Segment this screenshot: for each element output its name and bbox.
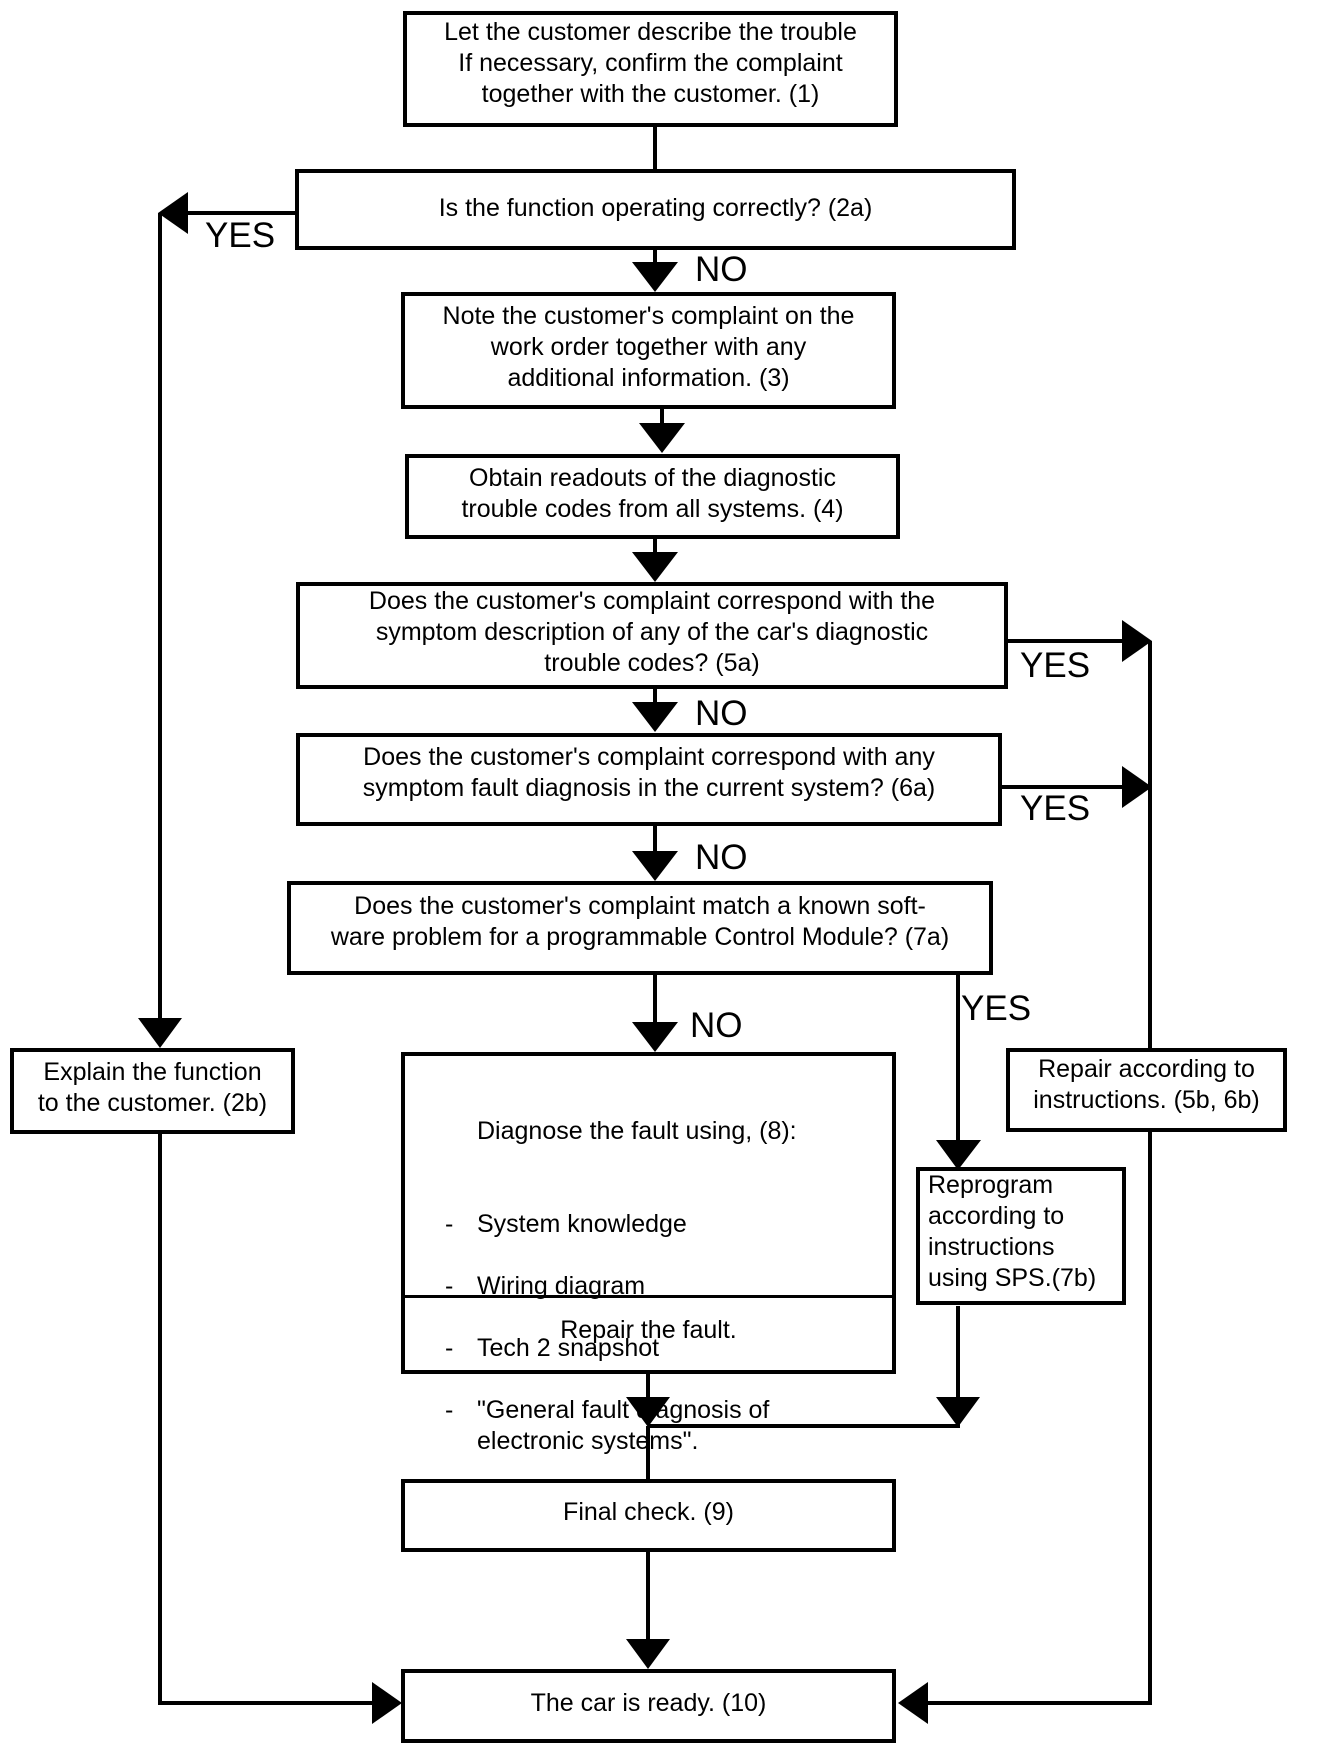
step-8-box [401,1052,896,1374]
step-7a-text: Does the customer's complaint match a kn… [330,892,950,951]
dash-bullet: - [445,1334,454,1362]
step-3-box [401,292,896,409]
arrowhead [632,851,678,881]
arrowhead [632,552,678,582]
connector-2b-10 [158,1133,378,1705]
step-4-box [405,454,900,539]
step-8-repair-text: Repair the fault. [560,1316,737,1344]
dash-bullet: - [445,1210,454,1238]
step-5b6b-text: Repair according to instructions. (5b, 6… [1033,1055,1260,1114]
arrowhead [626,1397,670,1427]
list-item: -"General fault diagnosis of electronic … [445,1396,770,1455]
arrowhead [632,262,678,292]
step-2a-text: Is the function operating correctly? (2a… [438,194,873,222]
step-10-text: The car is ready. (10) [530,1689,767,1717]
dash-bullet: - [445,1272,454,1300]
arrowhead [1122,766,1152,808]
arrowhead [626,1639,670,1669]
step-5a-text: Does the customer's complaint correspond… [368,587,936,677]
no-label-6a: NO [695,838,748,877]
step-7b-box [916,1167,1126,1305]
arrowhead [1122,620,1152,662]
step-6a-box [296,733,1002,826]
yes-label-7a: YES [961,989,1032,1028]
step-9-text: Final check. (9) [563,1498,734,1526]
dash-bullet: - [445,1396,454,1424]
step-5a-box [296,582,1008,689]
arrowhead [632,702,678,732]
yes-label-2a: YES [205,216,276,255]
step-2b-box [10,1048,295,1134]
step-3-text: Note the customer's complaint on the wor… [442,302,855,392]
arrowhead [632,1022,678,1052]
arrowhead [936,1140,981,1170]
no-label-5a: NO [695,694,748,733]
arrowhead [158,192,188,234]
step-4-text: Obtain readouts of the diagnostic troubl… [461,464,844,523]
yes-label-6a: YES [1020,789,1091,828]
step-8-divider [401,1295,896,1298]
step-1-box [403,11,898,127]
step-9-box [401,1479,896,1552]
arrowhead [138,1018,182,1048]
yes-label-5a: YES [1020,646,1091,685]
arrowhead [898,1682,928,1724]
step-2b-text: Explain the function to the customer. (2… [37,1058,268,1117]
no-label-2a: NO [695,250,748,289]
list-item: -Tech 2 snapshot [445,1334,660,1362]
connector-repair-10 [922,1132,1152,1705]
step-1-text: Let the customer describe the trouble If… [444,18,857,108]
step-2a-box [295,169,1016,250]
step-7b-text: Reprogram according to instructions usin… [928,1171,1097,1292]
arrowhead [639,423,685,453]
step-8-title: Diagnose the fault using, (8): [477,1117,797,1145]
step-6a-text: Does the customer's complaint correspond… [362,743,936,802]
step-8-content: Diagnose the fault using, (8): -System k… [445,1085,885,1519]
arrowhead [936,1397,980,1427]
step-5b6b-box [1006,1048,1287,1132]
no-label-7a: NO [690,1006,743,1045]
arrowhead [372,1682,402,1724]
step-7a-box [287,881,993,975]
list-item: -System knowledge [445,1210,687,1238]
step-10-box [401,1669,896,1743]
